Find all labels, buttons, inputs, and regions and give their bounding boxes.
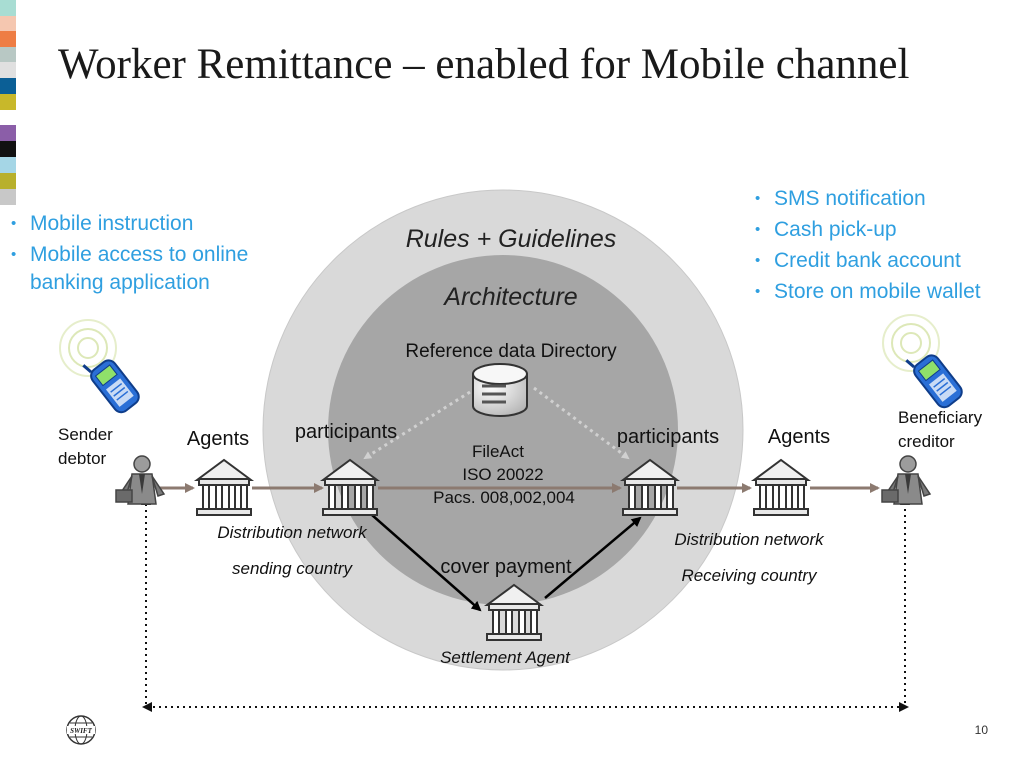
settlement-agent-label: Settlement Agent: [440, 648, 571, 667]
agents-right-label: Agents: [768, 426, 830, 448]
stripe-block: [0, 0, 16, 16]
message-type-pacs: Pacs. 008,002,004: [433, 488, 575, 507]
list-item: Credit bank account: [752, 245, 1022, 276]
stripe-block: [0, 157, 16, 173]
stripe-block: [0, 78, 16, 94]
sender-person-icon: [115, 455, 165, 505]
beneficiary-label: Beneficiary: [898, 408, 983, 427]
sender-phone-icon: [58, 318, 144, 417]
message-type-iso: ISO 20022: [462, 465, 543, 484]
list-item: Mobile access to online banking applicat…: [8, 241, 278, 297]
cover-payment-arrow-up: [544, 516, 642, 599]
distribution-right-label: Distribution network: [674, 530, 825, 549]
cover-payment-arrow-down: [371, 514, 482, 612]
receiving-agent-bank-icon: [753, 459, 809, 516]
stripe-block: [0, 31, 16, 47]
stripe-block: [0, 62, 16, 78]
agents-left-label: Agents: [187, 428, 249, 450]
stripe-block: [0, 16, 16, 31]
directory-lookup-right: [533, 386, 630, 460]
beneficiary-phone-icon: [881, 313, 967, 412]
cover-payment-label: cover payment: [440, 556, 572, 578]
list-item: Mobile instruction: [8, 210, 278, 238]
logo-text: SWIFT: [70, 727, 93, 735]
sending-agent-bank-icon: [196, 459, 252, 516]
stripe-block: [0, 125, 16, 141]
participants-left-label: participants: [295, 421, 397, 443]
sender-label-line2: debtor: [58, 449, 107, 468]
stripe-block: [0, 173, 16, 189]
reference-directory-label: Reference data Directory: [405, 341, 617, 362]
stripe-block: [0, 189, 16, 205]
beneficiary-label-line2: creditor: [898, 432, 955, 451]
architecture-label: Architecture: [442, 283, 577, 311]
participants-right-label: participants: [617, 426, 719, 448]
message-type-fileact: FileAct: [472, 442, 524, 461]
list-item: Store on mobile wallet: [752, 276, 1022, 307]
slide-title: Worker Remittance – enabled for Mobile c…: [58, 41, 910, 88]
sender-beneficiary-link: [145, 498, 906, 708]
list-item: Cash pick-up: [752, 214, 1022, 245]
database-icon: [472, 363, 528, 417]
notification-list: SMS notification Cash pick-up Credit ban…: [752, 183, 1022, 307]
distribution-left-label: Distribution network: [217, 523, 368, 542]
distribution-left-label-line2: sending country: [232, 559, 354, 578]
rules-guidelines-label: Rules + Guidelines: [406, 225, 617, 253]
stripe-block: [0, 47, 16, 62]
stripe-block: [0, 141, 16, 157]
distribution-right-label-line2: Receiving country: [681, 566, 818, 585]
mobile-instruction-list: Mobile instruction Mobile access to onli…: [8, 210, 278, 300]
page-number: 10: [974, 723, 988, 737]
architecture-circle: [328, 255, 678, 605]
swift-logo: SWIFT: [65, 714, 97, 751]
list-item: SMS notification: [752, 183, 1022, 214]
beneficiary-person-icon: [881, 455, 931, 505]
stripe-block: [0, 94, 16, 110]
sender-label: Sender: [58, 425, 113, 444]
